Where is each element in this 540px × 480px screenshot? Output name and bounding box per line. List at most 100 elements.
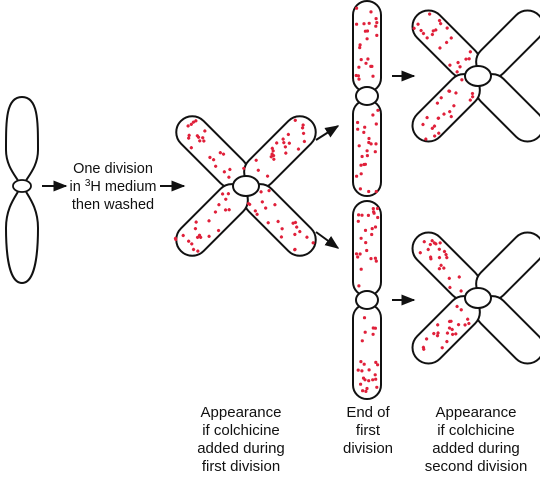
- label-grain: [187, 136, 191, 140]
- label-grain: [457, 275, 461, 279]
- label-grain: [359, 360, 363, 364]
- label-grain: [422, 240, 426, 244]
- label-grain: [437, 18, 442, 23]
- label-grain: [374, 142, 378, 146]
- label-grain: [439, 263, 443, 267]
- label-grain: [470, 91, 475, 96]
- label-grain: [448, 110, 452, 114]
- label-grain: [363, 330, 367, 334]
- label-grain: [435, 101, 440, 105]
- label-grain: [455, 304, 459, 309]
- arm-bottom: [352, 303, 382, 400]
- label-grain: [360, 369, 364, 373]
- label-grain: [259, 190, 263, 194]
- label-grain: [280, 227, 284, 231]
- caption-second-division-line3: added during: [432, 440, 520, 457]
- label-grain: [435, 334, 440, 338]
- label-grain: [186, 124, 190, 128]
- label-grain: [362, 130, 366, 135]
- label-grain: [242, 166, 246, 170]
- label-grain: [438, 46, 442, 50]
- label-grain: [365, 248, 369, 253]
- label-grain: [191, 247, 196, 252]
- label-grain: [301, 123, 305, 127]
- label-grain: [298, 230, 302, 234]
- label-grain: [195, 134, 199, 138]
- label-grain: [227, 175, 231, 179]
- label-grain: [302, 139, 307, 144]
- label-grain: [467, 321, 471, 326]
- label-grain: [369, 256, 373, 261]
- label-grain: [374, 16, 378, 21]
- label-grain: [355, 22, 359, 26]
- label-grain: [442, 266, 446, 270]
- label-grain: [367, 140, 371, 145]
- label-grain: [356, 127, 360, 131]
- label-grain: [459, 308, 463, 312]
- label-grain: [428, 12, 432, 16]
- label-grain: [373, 373, 377, 377]
- label-grain: [448, 285, 452, 290]
- label-grain: [253, 209, 257, 213]
- label-grain: [189, 146, 193, 150]
- label-grain: [358, 43, 362, 47]
- label-grain: [445, 40, 449, 45]
- label-grain: [454, 91, 458, 95]
- caption-first-division: Appearance if colchicine added during fi…: [188, 404, 294, 476]
- label-grain: [267, 189, 271, 193]
- label-grain: [367, 189, 371, 194]
- caption-second-division: Appearance if colchicine added during se…: [416, 404, 536, 476]
- label-grain: [436, 116, 441, 120]
- label-grain: [208, 155, 212, 160]
- label-grain: [437, 267, 441, 271]
- label-grain: [275, 141, 279, 145]
- caption-first-division-line2: if colchicine: [202, 422, 280, 439]
- label-grain: [359, 163, 363, 167]
- label-grain: [227, 208, 231, 212]
- caption-first-division-line4: first division: [201, 458, 281, 475]
- label-grain: [217, 203, 221, 207]
- label-grain: [428, 242, 432, 247]
- label-grain: [445, 331, 450, 335]
- centromere: [355, 290, 379, 310]
- label-grain: [432, 331, 436, 336]
- arm-lower-left-label: [421, 304, 471, 351]
- label-grain: [373, 256, 377, 260]
- label-grain: [282, 141, 286, 145]
- label-grain: [376, 215, 380, 220]
- label-grain: [273, 203, 277, 207]
- label-grain: [421, 122, 425, 127]
- label-grain: [357, 77, 361, 81]
- label-grain: [360, 154, 364, 159]
- label-grain: [362, 162, 366, 167]
- caption-second-division-line4: second division: [424, 458, 528, 475]
- label-grain: [424, 137, 428, 141]
- label-grain: [213, 210, 218, 214]
- label-grain: [196, 249, 200, 253]
- label-grain: [364, 240, 368, 245]
- label-grain: [221, 152, 226, 156]
- label-grain: [357, 65, 361, 69]
- label-grain: [371, 332, 375, 336]
- label-grain: [444, 252, 448, 257]
- label-grain: [437, 256, 442, 260]
- caption-end-line2: first: [355, 422, 381, 439]
- caption-end-line1: End of: [346, 404, 390, 421]
- label-grain: [311, 241, 315, 245]
- caption-end-line3: division: [342, 440, 394, 457]
- label-grain: [364, 61, 368, 65]
- label-grain: [207, 219, 211, 223]
- label-grain: [281, 137, 285, 141]
- arrow-to-end-of-first-bottom: [315, 231, 340, 249]
- label-grain: [374, 360, 378, 365]
- label-grain: [439, 22, 443, 26]
- label-grain: [365, 37, 369, 41]
- arm-upper-left-label: [186, 119, 246, 179]
- label-grain: [448, 63, 452, 67]
- label-grain: [367, 136, 371, 141]
- label-grain: [375, 206, 380, 211]
- label-grain: [468, 50, 472, 54]
- label-grain: [374, 122, 378, 126]
- label-grain: [271, 149, 275, 153]
